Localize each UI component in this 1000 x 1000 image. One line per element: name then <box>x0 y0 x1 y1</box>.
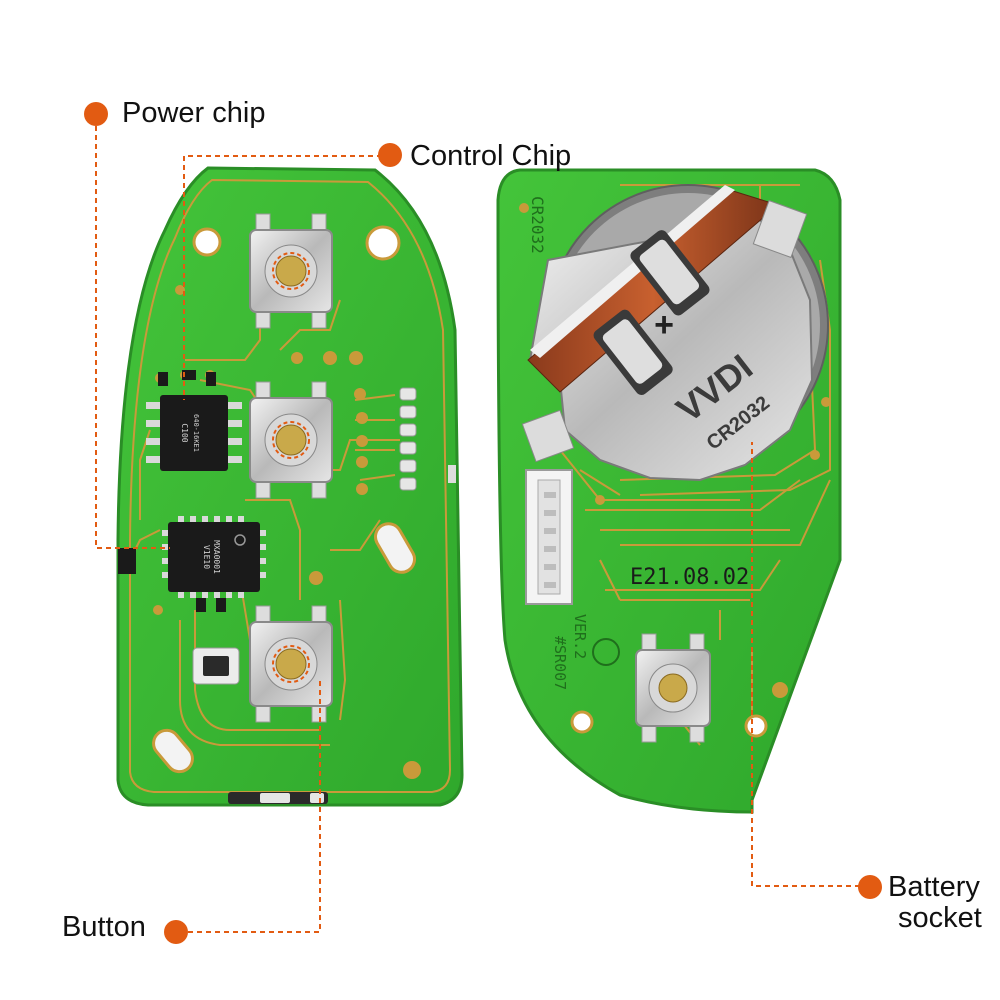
power-chip-marker <box>84 102 108 126</box>
battery-socket-label-line1: Battery <box>888 871 980 903</box>
button-marker <box>164 920 188 944</box>
chip2-text-2: V1E10 <box>202 545 211 569</box>
battery-socket-marker <box>858 875 882 899</box>
chip1-text-1: C100 <box>180 423 189 442</box>
button-top <box>249 213 333 329</box>
chip1-text-2: 640-16KE1 <box>192 414 200 452</box>
button-right-board <box>635 633 711 743</box>
callout-lines <box>95 126 860 933</box>
part-number: #SR007 <box>551 636 569 690</box>
battery-socket-label-line2: socket <box>898 902 982 934</box>
power-chip-label: Power chip <box>122 97 266 129</box>
right-board: CR2032 <box>496 168 842 814</box>
button-bottom <box>249 605 333 723</box>
connector <box>525 469 573 605</box>
cr-silkscreen: CR2032 <box>528 196 547 254</box>
control-chip-label: Control Chip <box>410 140 572 172</box>
button-label: Button <box>62 911 146 943</box>
date-code: E21.08.02 <box>630 565 749 590</box>
control-chip-marker <box>378 143 402 167</box>
version-text: VER.2 <box>571 614 589 659</box>
chip2-text-1: MXA0001 <box>212 540 221 574</box>
button-middle <box>249 381 333 499</box>
left-board: C100 640-16KE1 MXA0001 V1E10 <box>116 166 464 807</box>
battery-holder: + VVDI CR2032 <box>521 184 829 482</box>
battery-plus-sign: + <box>654 306 674 344</box>
